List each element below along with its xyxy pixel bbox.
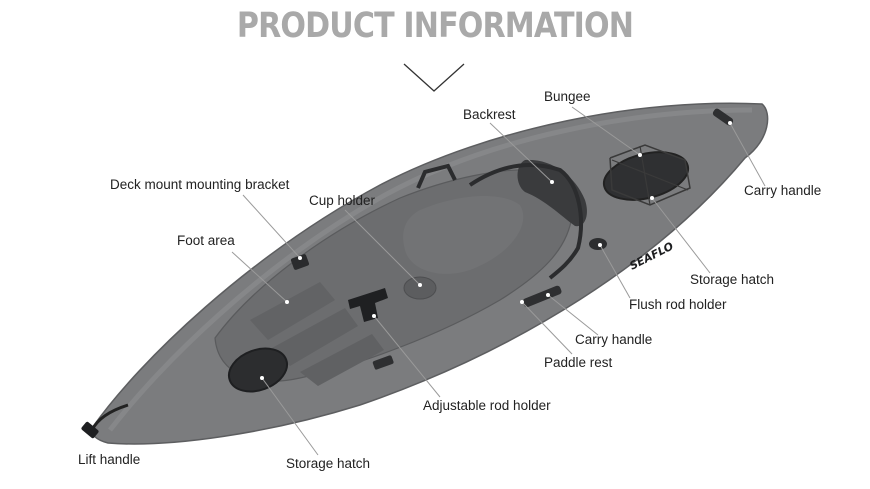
page-title: PRODUCT INFORMATION bbox=[236, 6, 634, 46]
label-bungee: Bungee bbox=[544, 89, 591, 104]
bungee-cord bbox=[609, 144, 691, 206]
label-storage-hatch-rear: Storage hatch bbox=[286, 456, 371, 471]
carry-handle-bow bbox=[712, 108, 734, 126]
deck-mount-bracket bbox=[290, 254, 310, 270]
paddle-rest bbox=[372, 355, 394, 370]
cup-holder bbox=[403, 276, 437, 300]
label-foot-area: Foot area bbox=[177, 233, 235, 248]
label-backrest: Backrest bbox=[463, 107, 516, 122]
label-carry-handle-bow: Carry handle bbox=[744, 183, 822, 198]
label-carry-handle-side: Carry handle bbox=[575, 332, 653, 347]
label-paddle-rest: Paddle rest bbox=[544, 355, 613, 370]
carry-handle-side bbox=[522, 285, 562, 308]
storage-hatch-rear bbox=[227, 347, 289, 393]
label-adjustable-rod-holder: Adjustable rod holder bbox=[423, 398, 551, 413]
chevron-down-icon bbox=[403, 63, 465, 92]
flush-rod-holder bbox=[589, 238, 607, 250]
label-flush-rod-holder: Flush rod holder bbox=[629, 297, 727, 312]
label-lift-handle: Lift handle bbox=[78, 452, 141, 467]
adjustable-rod-holder bbox=[348, 288, 388, 322]
label-storage-hatch-front: Storage hatch bbox=[690, 272, 775, 287]
backrest bbox=[517, 159, 587, 227]
label-cup-holder: Cup holder bbox=[309, 193, 376, 208]
label-deck-mount-bracket: Deck mount mounting bracket bbox=[110, 177, 290, 192]
